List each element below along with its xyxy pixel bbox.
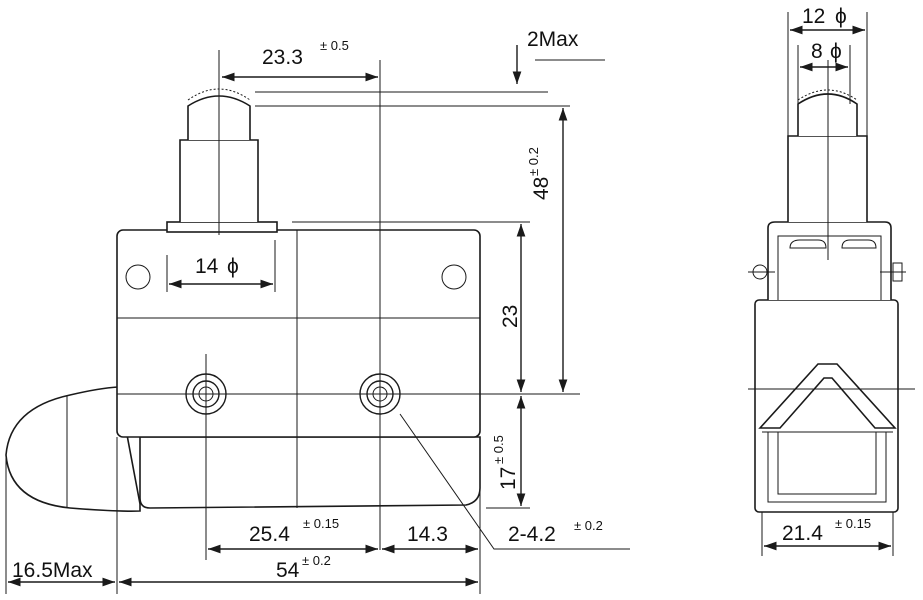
dim-overtravel-value: 2Max <box>527 28 579 51</box>
dim-side-width-value: 21.4 <box>782 522 823 545</box>
corner-hole-right <box>441 264 467 290</box>
side-plunger-travel <box>797 89 858 101</box>
dim-top-offset-value: 23.3 <box>262 46 303 69</box>
side-lug-right <box>841 239 877 249</box>
dim-outer-dia-symbol: ϕ <box>835 5 847 28</box>
dim-cover-value: 16.5Max <box>12 559 93 582</box>
main-body <box>116 229 481 438</box>
dim-total-height-tol: ± 0.2 <box>526 147 541 176</box>
dim-hole-edge-value: 14.3 <box>407 523 448 546</box>
dim-total-height-value: 48 <box>530 177 553 200</box>
dim-body-height-value: 23 <box>499 305 522 328</box>
lower-body <box>139 436 481 509</box>
side-lug-left <box>789 239 827 249</box>
side-boot-chevron <box>758 363 897 429</box>
dim-inner-dia-symbol: ϕ <box>830 40 842 63</box>
side-view: 12 ϕ 8 ϕ 21.4 ± 0.15 <box>748 5 915 556</box>
corner-hole-left <box>125 264 151 290</box>
side-housing <box>754 299 899 513</box>
dim-hole-height-tol: ± 0.5 <box>491 435 506 464</box>
dim-holes-leader <box>399 413 630 550</box>
dim-side-width-tol: ± 0.15 <box>835 516 871 531</box>
front-view: 23.3 ± 0.5 2Max 48 ± 0.2 14 ϕ 23 17 ± 0.… <box>5 28 630 594</box>
side-bracket <box>767 221 892 300</box>
dim-width-value: 54 <box>276 559 300 582</box>
dim-holes-tol: ± 0.2 <box>574 518 603 533</box>
dim-width-tol: ± 0.2 <box>302 553 331 568</box>
side-bracket-inner <box>777 235 882 300</box>
plunger <box>166 88 278 233</box>
dim-top-offset-tol: ± 0.5 <box>320 38 349 53</box>
dim-inner-dia-value: 8 <box>811 40 823 63</box>
side-pin-right-head <box>892 262 903 282</box>
side-pin-left-head <box>752 264 768 280</box>
dim-hole-pitch-tol: ± 0.15 <box>303 516 339 531</box>
dim-holes-value: 2-4.2 <box>508 523 556 546</box>
dim-hole-height-value: 17 <box>497 467 520 490</box>
dim-plunger-dia-symbol: ϕ <box>227 255 239 278</box>
side-boot-outline <box>767 432 887 503</box>
side-boot-inner <box>777 432 877 495</box>
dim-plunger-dia-value: 14 <box>195 255 219 278</box>
dim-outer-dia-value: 12 <box>802 5 825 28</box>
dim-hole-pitch-value: 25.4 <box>249 523 290 546</box>
